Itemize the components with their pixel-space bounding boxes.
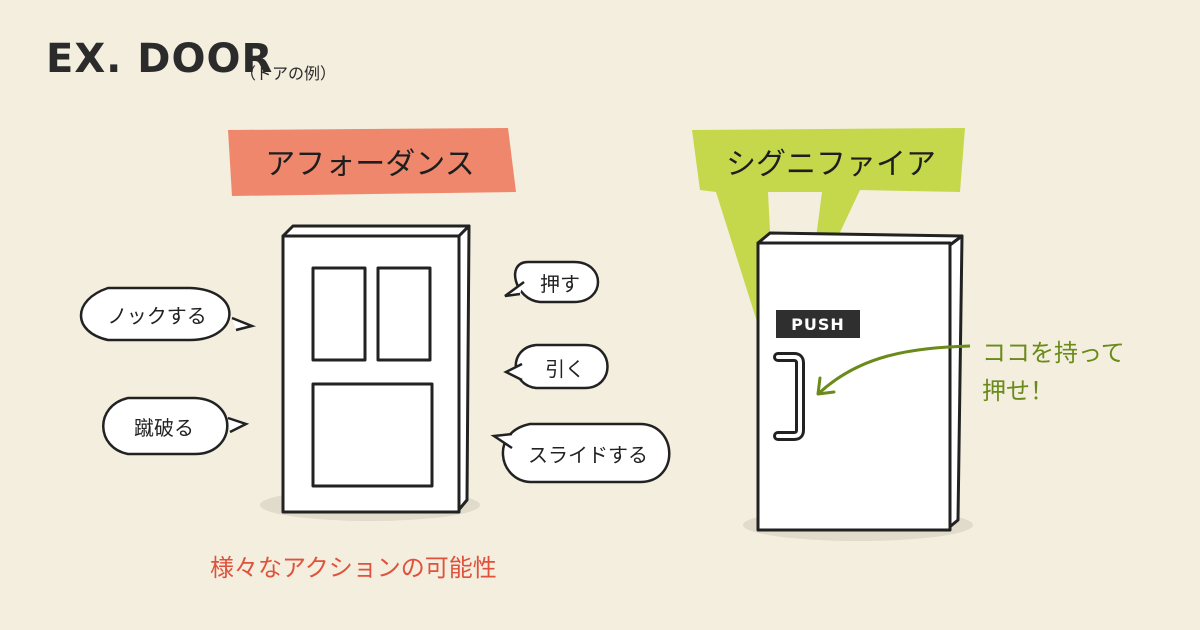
affordance-door bbox=[281, 224, 471, 514]
pointer-arrow bbox=[816, 344, 971, 396]
action-knock: ノックする bbox=[107, 303, 207, 328]
action-kick: 蹴破る bbox=[134, 415, 194, 440]
action-slide: スライドする bbox=[528, 442, 648, 467]
push-sign: PUSH bbox=[776, 310, 860, 338]
signifier-note-line1: ココを持って bbox=[982, 339, 1125, 367]
signifier-note: ココを持って 押せ！ bbox=[982, 334, 1125, 410]
affordance-caption: 様々なアクションの可能性 bbox=[210, 554, 497, 582]
action-pull: 引く bbox=[545, 356, 585, 381]
action-push: 押す bbox=[540, 271, 580, 296]
signifier-label: シグニファイア bbox=[726, 147, 936, 182]
signifier-door bbox=[756, 231, 964, 532]
signifier-note-line2: 押せ！ bbox=[982, 377, 1054, 405]
page-title: EX. DOOR bbox=[46, 36, 274, 82]
affordance-tag-bg bbox=[228, 128, 516, 196]
affordance-label: アフォーダンス bbox=[265, 147, 475, 182]
speech-bubbles bbox=[79, 260, 671, 484]
page-subtitle: （ドアの例） bbox=[240, 64, 337, 83]
